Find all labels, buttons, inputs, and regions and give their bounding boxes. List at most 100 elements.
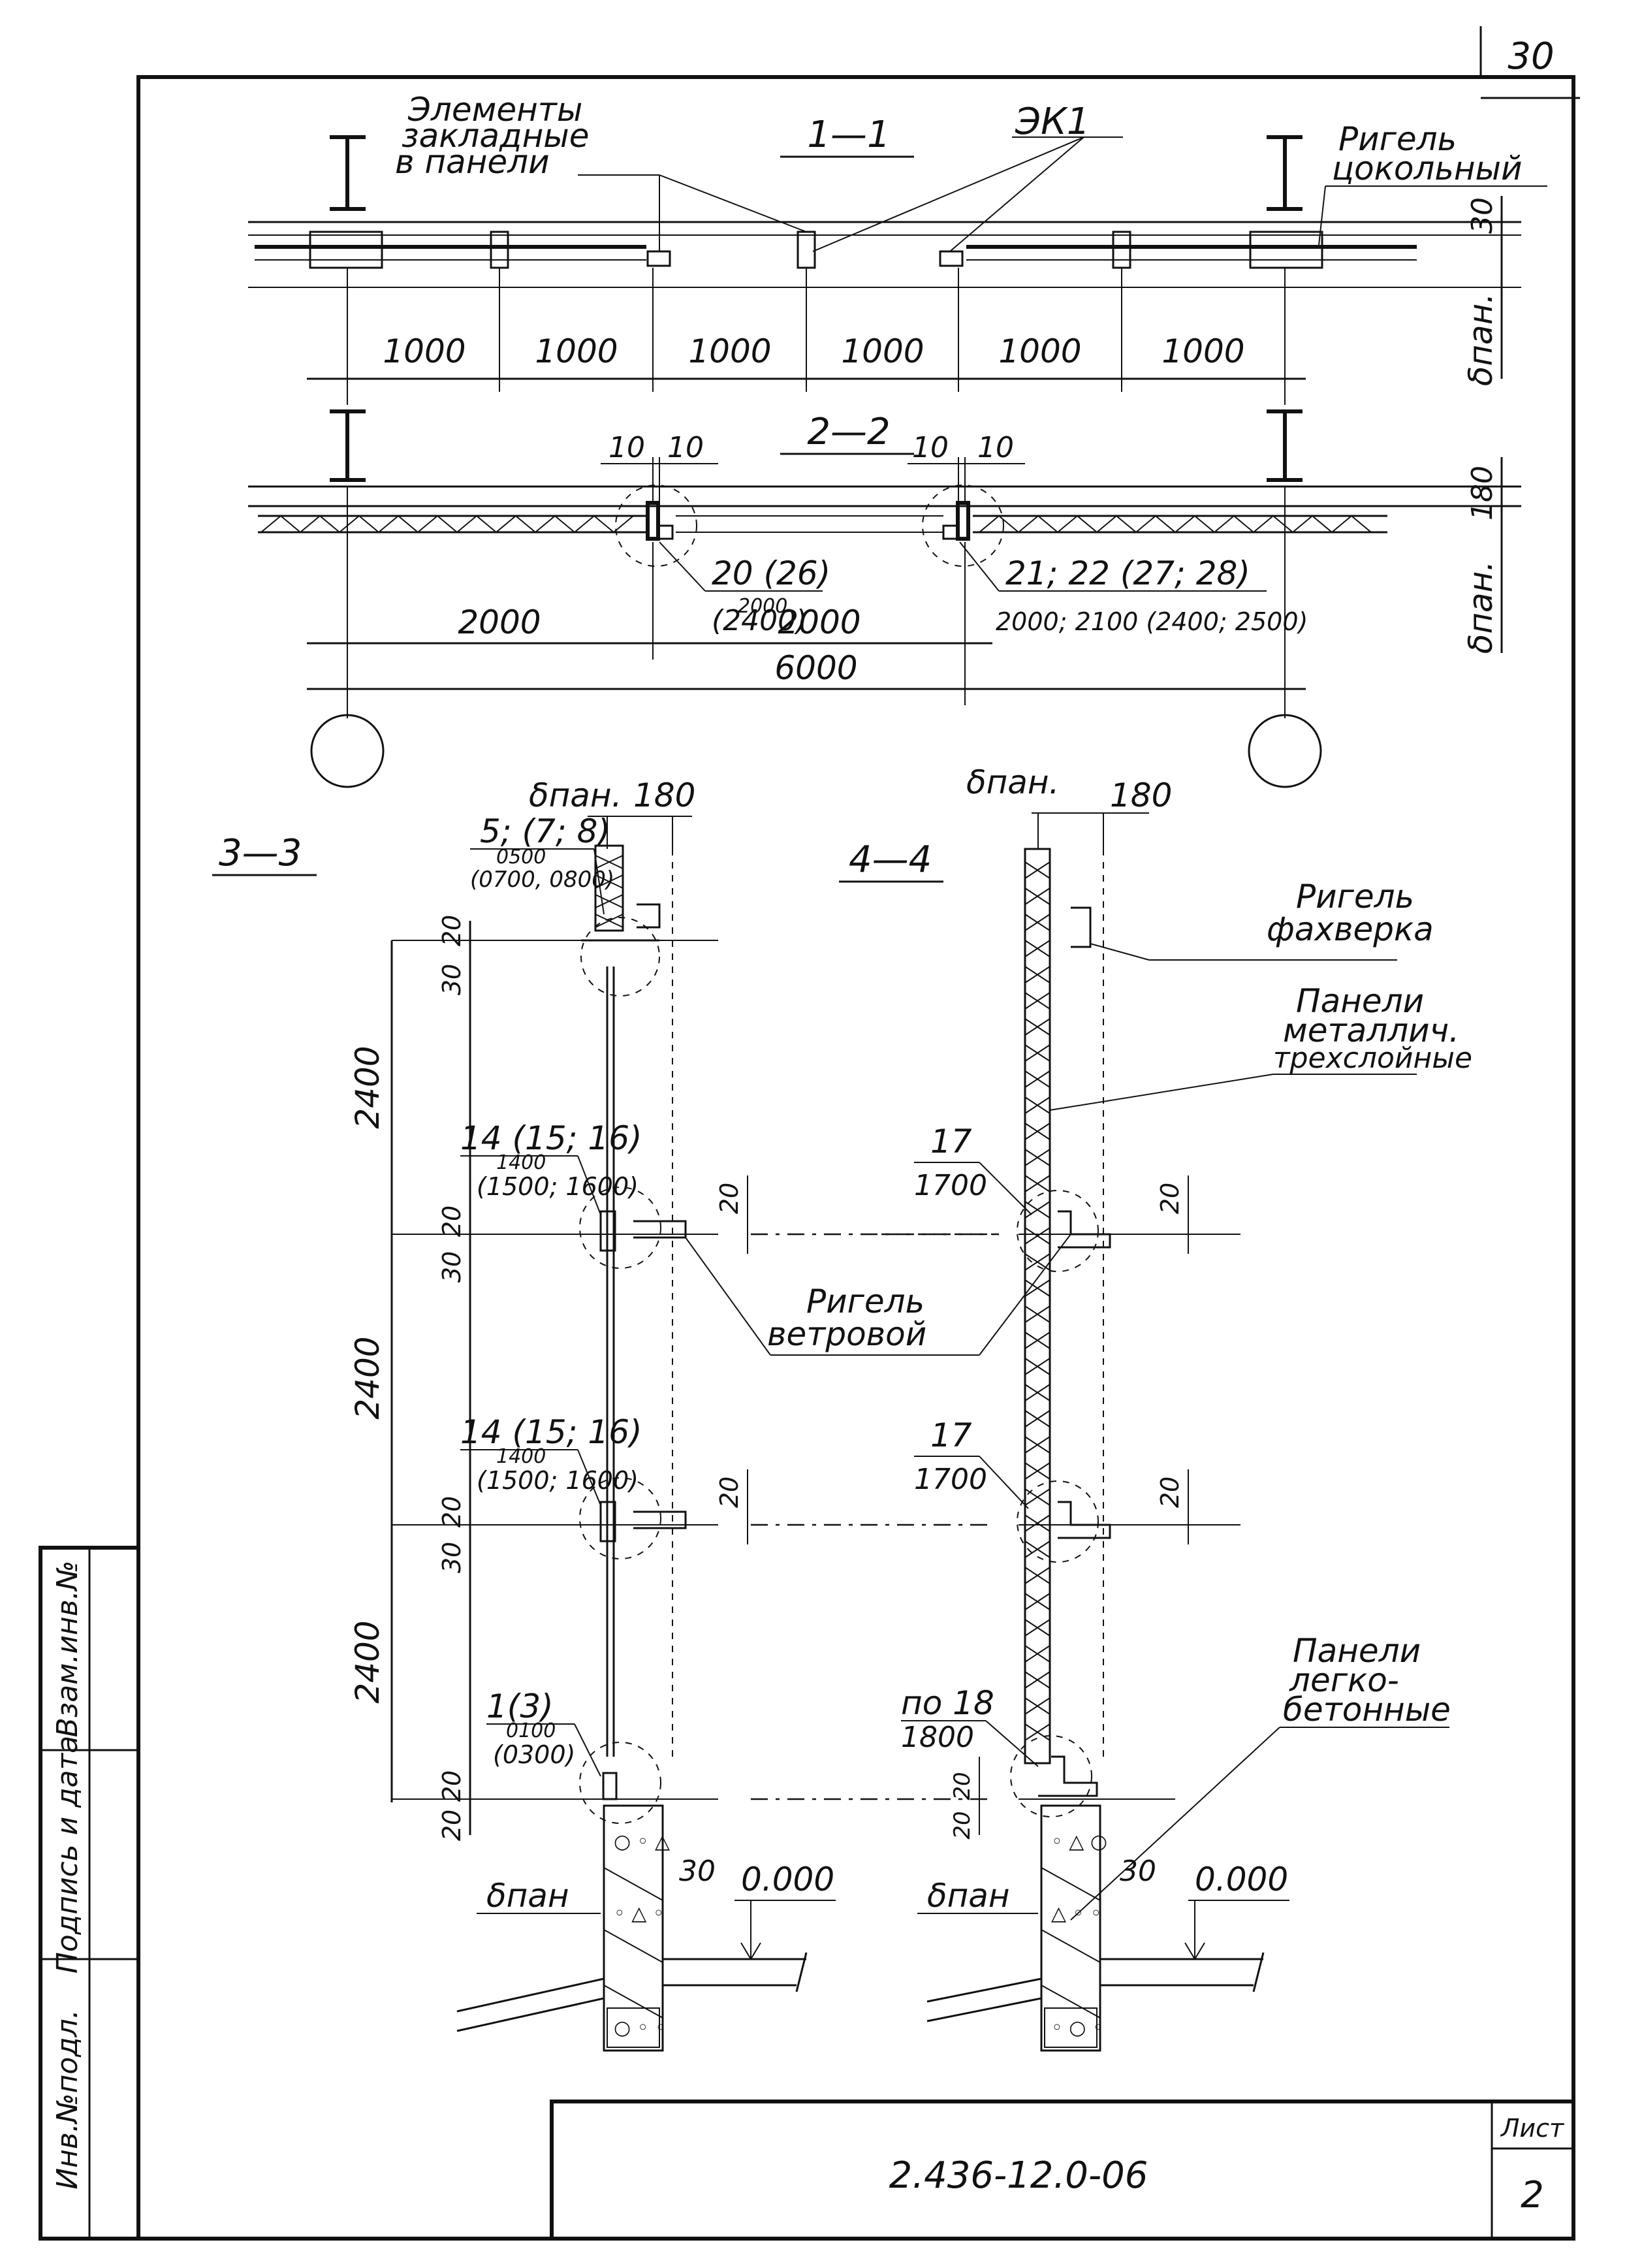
section-4-4: 4—4 δпан. 180 Ригель фахверка Панели мет…	[839, 763, 1472, 2052]
dim-20-a2: 20	[437, 1206, 466, 1237]
mark-17-1a: 17	[930, 1123, 972, 1160]
mark-20-3: (2400)	[712, 604, 807, 637]
section-1-1-title: 1—1	[807, 114, 890, 156]
label-panel-light-3: бетонные	[1283, 1691, 1451, 1729]
dim-180-top: 180	[1466, 466, 1499, 520]
column-right-2	[1267, 409, 1303, 482]
mark-21-1: 21; 22 (27; 28)	[1005, 554, 1250, 592]
side-stamp: Взам.инв.№ Подпись и дата Инв.№подл.	[39, 1546, 140, 2241]
mark-14-3a: (1500; 1600)	[477, 1172, 639, 1201]
dim-1000-d: 1000	[841, 332, 924, 370]
concrete-dots-c: ○ ◦ ◦	[614, 2017, 667, 2039]
mark-5-3: (0700, 0800)	[470, 867, 614, 893]
dim-180-a: 180	[633, 776, 695, 814]
section-3-3-title: 3—3	[219, 832, 302, 874]
label-rigel-fakh-1: Ригель	[1296, 878, 1414, 916]
delta-pan-b: δпан	[486, 1877, 569, 1915]
concrete-dots-e: △ ◦ ◦	[1051, 1902, 1102, 1925]
dim-30-top: 30	[1466, 197, 1499, 234]
delta-pan-a: δпан.	[529, 776, 622, 814]
dim-1000-f: 1000	[1161, 332, 1244, 370]
mark-20-2: 2000	[738, 595, 787, 618]
axis-bubble-right	[1248, 714, 1322, 788]
dim-20-b1: 20	[1156, 1183, 1184, 1214]
label-rigel-veter-1: Ригель	[806, 1283, 924, 1320]
section-2-2-title: 2—2	[807, 411, 890, 453]
mark-1-1: 1(3)	[486, 1687, 554, 1725]
three-layer-panel	[1024, 848, 1051, 1765]
zero-a: 0.000	[741, 1861, 834, 1898]
mark-14-2b: 1400	[496, 1445, 546, 1468]
label-rigel-veter-2: ветровой	[767, 1315, 926, 1353]
dim-2000-b: 2000	[778, 603, 861, 641]
mark-17-2a: 1700	[914, 1169, 987, 1202]
side-stamp-vzam: Взам.инв.№	[51, 1561, 84, 1738]
label-panel-light-1: Панели	[1293, 1632, 1421, 1670]
label-embedded-1: Элементы	[407, 91, 582, 129]
dim-30-a1: 30	[437, 964, 466, 995]
side-stamp-podpis: Подпись и дата	[51, 1736, 84, 1973]
concrete-dots-b: ◦ △ ◦	[614, 1902, 665, 1925]
mark-14-1b: 14 (15; 16)	[460, 1413, 642, 1451]
dim-20-r1: 20	[715, 1183, 744, 1214]
mark-17-2b: 1700	[914, 1463, 987, 1496]
dim-1000-e: 1000	[998, 332, 1081, 370]
dim-20-b4: 20	[949, 1811, 975, 1839]
zero-b: 0.000	[1195, 1861, 1288, 1898]
label-embedded-3: в панели	[395, 143, 550, 181]
label-panel-metal-1: Панели	[1296, 982, 1424, 1020]
dim-20-a3: 20	[437, 1496, 466, 1527]
dim-30-f1: 30	[679, 1855, 716, 1888]
dim-1000-a: 1000	[383, 332, 466, 370]
mark-20-1: 20 (26)	[712, 554, 830, 592]
mark-1-2: 0100	[506, 1719, 556, 1742]
delta-pan-c: δпан.	[966, 763, 1060, 801]
section-1-1: 1—1 Элементы закладные в панели ЭК1 Риге	[248, 91, 1547, 405]
dim-2400-c: 2400	[349, 1620, 387, 1703]
dim-10-a: 10	[608, 431, 645, 464]
dim-2000-a: 2000	[458, 603, 541, 641]
delta-pan-v2: δпан.	[1462, 561, 1500, 654]
label-panel-light-2: легко-	[1289, 1661, 1399, 1699]
column-left-2	[330, 409, 366, 482]
mark-18-2: 1800	[901, 1721, 974, 1754]
dim-2400-b: 2400	[349, 1336, 387, 1419]
sheet-label: Лист	[1500, 2114, 1565, 2143]
dim-10-d: 10	[977, 431, 1014, 464]
section-4-4-title: 4—4	[849, 839, 932, 881]
dim-20-a1: 20	[437, 915, 466, 946]
dim-20-b2: 20	[1156, 1477, 1184, 1508]
dim-10-c: 10	[912, 431, 949, 464]
mark-18-1: по 18	[901, 1684, 994, 1722]
drawing-code: 2.436-12.0-06	[889, 2154, 1148, 2197]
sheet-frame	[136, 75, 1575, 2241]
column-right-1	[1267, 135, 1303, 211]
label-panel-metal-3: трехслойные	[1273, 1042, 1472, 1075]
delta-pan-d: δпан	[927, 1877, 1010, 1915]
dim-6000: 6000	[774, 649, 857, 687]
mark-5-1: 5; (7; 8)	[480, 812, 610, 850]
section-3-3: 3—3 δпан. 180 2400	[212, 776, 1071, 2052]
mark-1-3: (0300)	[493, 1740, 575, 1769]
concrete-dots-f: ◦ ○ ◦	[1051, 2017, 1104, 2039]
label-rigel-tsok-2: цокольный	[1332, 150, 1523, 187]
dim-10-b: 10	[667, 431, 704, 464]
title-block: 2.436-12.0-06 Лист 2	[550, 2100, 1575, 2241]
section-2-2: 2—2 10 10 10 10 20 (26) 2000 (24	[248, 409, 1521, 788]
dim-30-f2: 30	[1120, 1855, 1156, 1888]
dim-180-b: 180	[1110, 776, 1172, 814]
dim-1000-c: 1000	[688, 332, 771, 370]
mark-14-1a: 14 (15; 16)	[460, 1119, 642, 1157]
mark-14-2a: 1400	[496, 1151, 546, 1174]
delta-pan-v1: δпан.	[1462, 293, 1500, 387]
axis-bubble-left	[310, 714, 385, 788]
mark-17-1b: 17	[930, 1416, 972, 1454]
column-left-1	[330, 135, 366, 211]
label-ek1: ЭК1	[1015, 101, 1090, 143]
dim-20-r2: 20	[715, 1477, 744, 1508]
mark-14-3b: (1500; 1600)	[477, 1466, 639, 1495]
dim-30-a2: 30	[437, 1251, 466, 1283]
label-panel-metal-2: металлич.	[1283, 1012, 1459, 1049]
concrete-dots-a: ○ ◦ △	[614, 1830, 670, 1853]
dim-30-a3: 30	[437, 1542, 466, 1573]
